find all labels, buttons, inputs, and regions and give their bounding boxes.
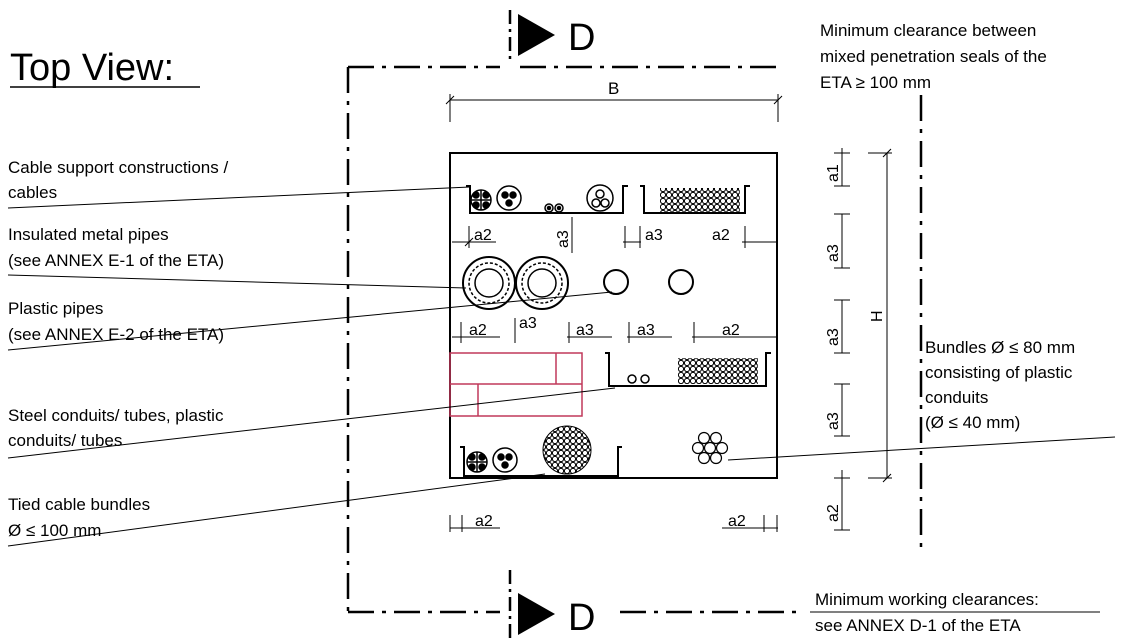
section-arrow-icon	[518, 14, 555, 56]
cable-tray-left	[466, 185, 628, 214]
note-minimum-clearance: Minimum clearance between mixed penetrat…	[820, 21, 1052, 92]
dim-a3-label: a3	[519, 315, 537, 332]
cable-group-left	[470, 184, 614, 213]
dim-h-label: H	[869, 310, 886, 322]
tied-cable-bundle	[542, 425, 592, 475]
right-dimension-chain	[834, 148, 892, 531]
dim-a2-label: a2	[712, 227, 730, 244]
cable-bundle-hatched	[660, 188, 740, 212]
dim-a2-label: a2	[728, 513, 746, 530]
section-label-bottom: D	[568, 597, 595, 639]
cable-tray-right	[640, 185, 750, 214]
leader-lines	[7, 186, 1116, 613]
dimension-b-label: B	[608, 79, 619, 98]
dim-a2-label: a2	[475, 513, 493, 530]
dim-a3-label: a3	[645, 227, 663, 244]
note-working-clearances: Minimum working clearances: see ANNEX D-…	[815, 590, 1044, 635]
dim-a2-label: a2	[469, 322, 487, 339]
section-marker-bottom: D	[508, 570, 595, 639]
section-arrow-icon	[518, 593, 555, 635]
label-conduits: Steel conduits/ tubes, plastic conduits/…	[8, 406, 228, 450]
dim-a1-label: a1	[825, 164, 842, 182]
cable-tray-bottom	[460, 446, 622, 477]
cable-group-bottom	[466, 447, 518, 473]
wall-outline	[346, 65, 923, 614]
label-bundles-80: Bundles Ø ≤ 80 mm consisting of plastic …	[925, 338, 1080, 432]
conduit-block	[449, 352, 583, 417]
label-plastic-pipes: Plastic pipes (see ANNEX E-2 of the ETA)	[8, 299, 224, 344]
dim-a3-label: a3	[825, 412, 842, 430]
label-cables: Cable support constructions / cables	[8, 158, 233, 202]
plastic-pipes	[603, 269, 694, 295]
cable-bundle-hatched	[678, 358, 758, 384]
cable-tray-middle	[605, 352, 771, 387]
plastic-conduit-bundle	[691, 431, 729, 465]
dim-a3-label: a3	[825, 328, 842, 346]
dimension-b	[445, 94, 783, 122]
dim-a2-label: a2	[722, 322, 740, 339]
dim-a3-label: a3	[555, 230, 572, 248]
label-tied-cable-bundles: Tied cable bundles Ø ≤ 100 mm	[8, 495, 155, 540]
section-label-top: D	[568, 17, 595, 59]
dim-a2-label: a2	[825, 504, 842, 522]
insulated-metal-pipes	[462, 256, 569, 310]
dim-a3-label: a3	[637, 322, 655, 339]
dim-a2-label: a2	[474, 227, 492, 244]
section-marker-top: D	[508, 10, 595, 60]
dim-a3-label: a3	[825, 244, 842, 262]
seal-opening	[449, 152, 778, 479]
diagram-title: Top View:	[10, 47, 174, 89]
dim-a3-label: a3	[576, 322, 594, 339]
inner-dimension-marks	[449, 217, 778, 532]
label-insulated-metal-pipes: Insulated metal pipes (see ANNEX E-1 of …	[8, 225, 224, 270]
